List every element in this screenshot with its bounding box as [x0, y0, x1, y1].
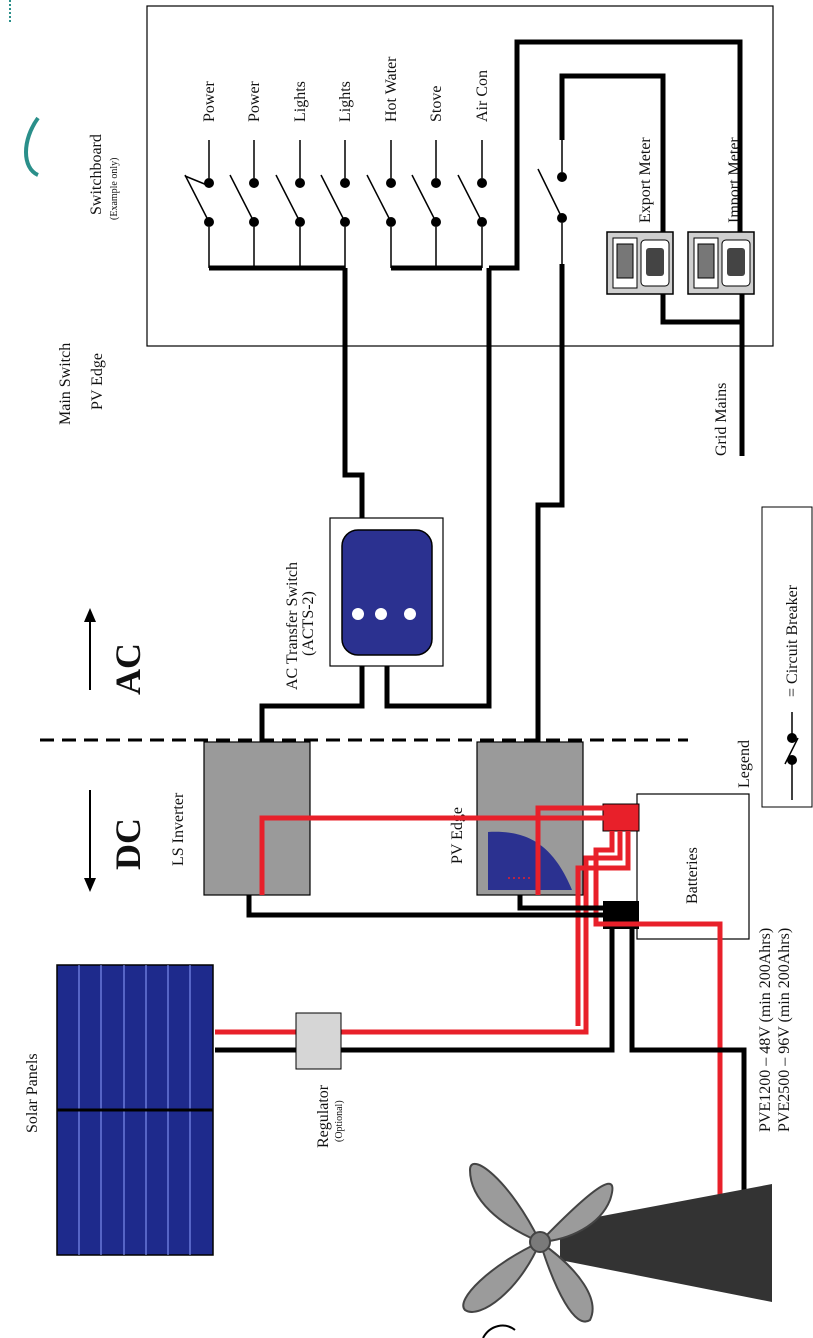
legend-box — [761, 506, 813, 808]
circuit-label: Power — [201, 80, 218, 122]
pv-edge-note: PV Edge — [89, 353, 106, 410]
acts-model: (ACTS-2) — [300, 591, 317, 656]
dc-arrow — [84, 790, 96, 892]
circuit-label: Air Con — [474, 70, 491, 122]
circuit-label: Hot Water — [383, 56, 400, 122]
ls-inverter-label: LS Inverter — [170, 792, 187, 866]
switchboard-subtitle: (Example only) — [109, 158, 120, 220]
batteries — [636, 793, 750, 940]
batteries-label: Batteries — [684, 847, 701, 904]
legend-breaker-symbol — [784, 712, 799, 800]
export-meter — [606, 231, 674, 295]
main-switch-breaker — [537, 140, 567, 264]
circuit-breaker — [366, 140, 396, 268]
circuit-breaker — [411, 140, 441, 268]
circuit-breaker — [457, 140, 487, 268]
ac-arrow — [84, 608, 96, 690]
main-switch-note: Main Switch — [57, 343, 74, 425]
solar-panels — [56, 964, 214, 1256]
legend-title: Legend — [736, 740, 753, 788]
regulator-label: Regulator — [315, 1084, 332, 1148]
regulator — [295, 1012, 342, 1070]
circuit-label: Lights — [337, 81, 354, 122]
circuit-breaker — [320, 140, 350, 268]
ac-transfer-switch — [329, 517, 444, 667]
circuit-breaker — [275, 140, 305, 268]
positive-terminal — [602, 803, 640, 832]
export-meter-label: Export Meter — [637, 137, 654, 223]
circuit-label: Lights — [292, 81, 309, 122]
grid-mains-label: Grid Mains — [713, 383, 730, 456]
solar-panels-label: Solar Panels — [24, 1053, 41, 1133]
battery-spec: PVE2500 – 96V (min 200Ahrs) — [776, 928, 793, 1132]
acts-title: AC Transfer Switch — [284, 562, 301, 690]
legend-breaker-label: = Circuit Breaker — [784, 584, 801, 697]
circuit-label: Power — [246, 80, 263, 122]
import-meter — [687, 231, 755, 295]
dc-label: DC — [108, 818, 148, 870]
circuit-breaker — [229, 140, 259, 268]
switchboard-box — [146, 5, 774, 347]
ac-label: AC — [108, 643, 148, 695]
company-logo — [9, 0, 40, 177]
switchboard-title: Switchboard — [88, 134, 105, 215]
circuit-label: Stove — [428, 86, 445, 122]
circuit-breaker — [184, 140, 214, 268]
battery-spec: PVE1200 – 48V (min 200Ahrs) — [757, 928, 774, 1132]
circuit-breakers — [184, 140, 567, 268]
regulator-note: (Optional) — [334, 1100, 345, 1142]
wind-turbine — [462, 1163, 772, 1338]
pv-edge-label: PV Edge — [449, 807, 466, 864]
